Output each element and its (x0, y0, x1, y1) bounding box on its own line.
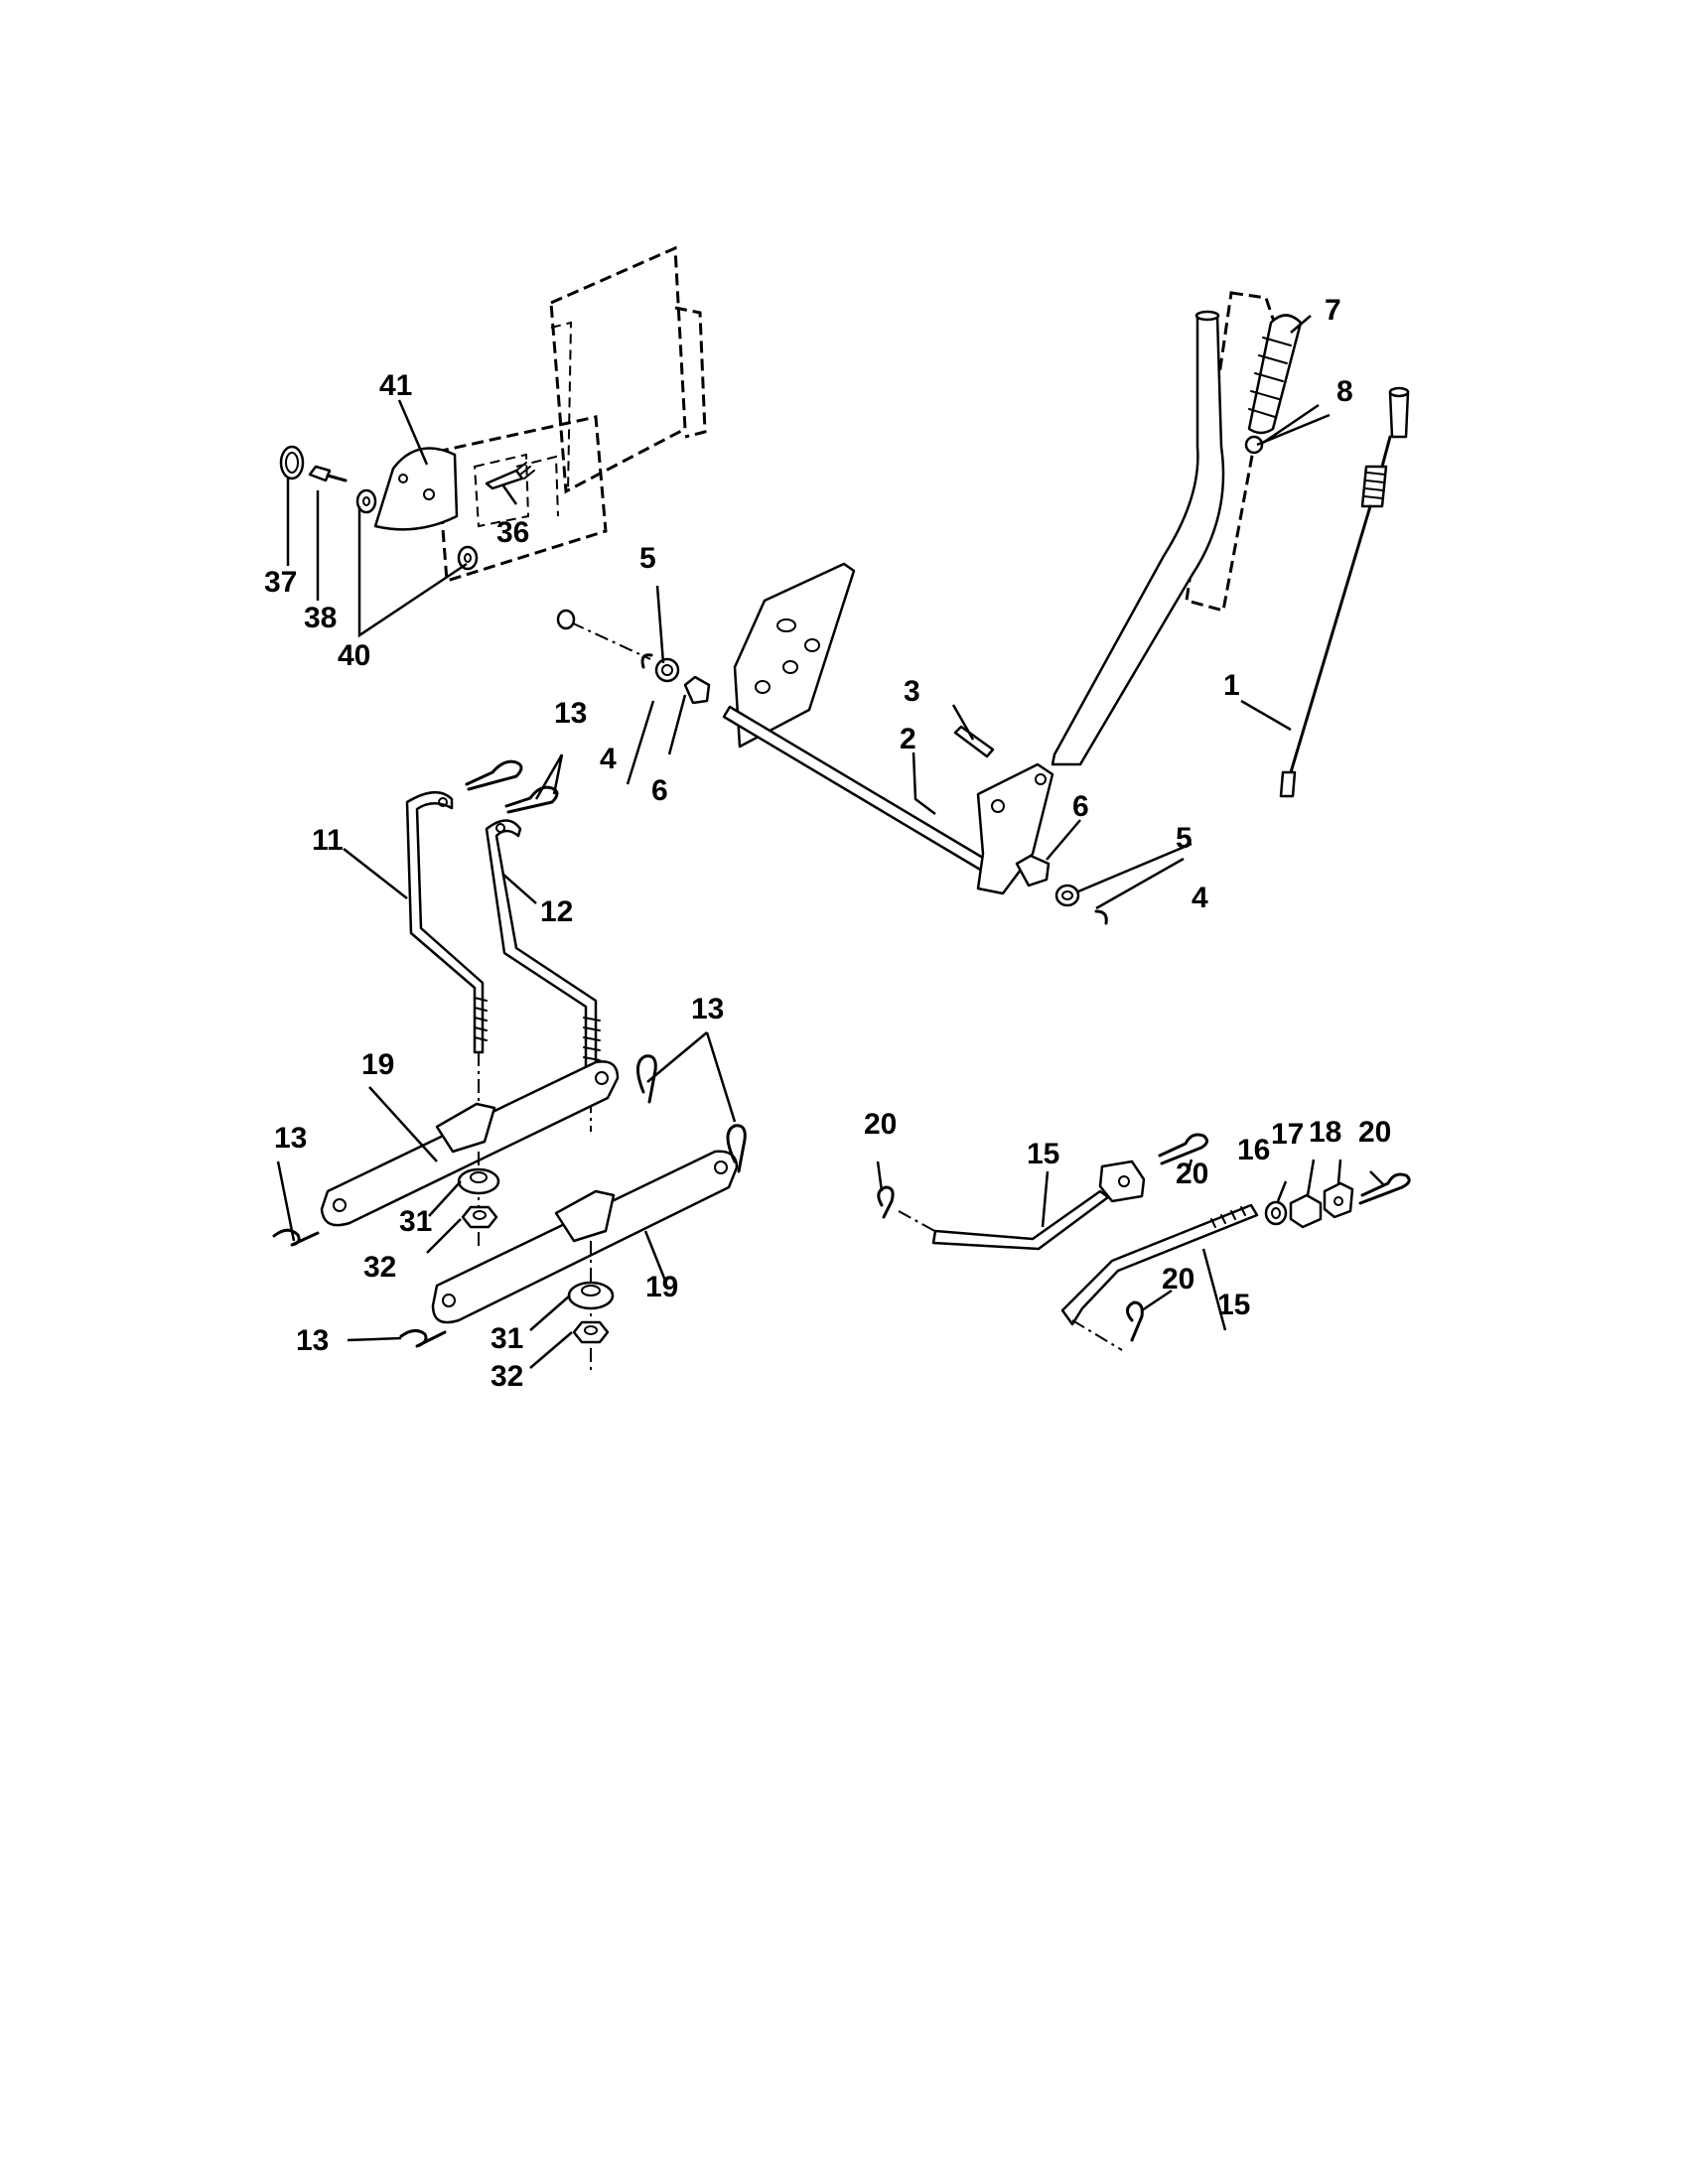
stud-pin-left (556, 609, 576, 630)
callout-41: 41 (379, 369, 412, 402)
callout-1: 1 (1223, 669, 1240, 702)
hair-pin-20-lower (1126, 1300, 1144, 1342)
callout-20-right: 20 (1358, 1116, 1391, 1149)
callout-36: 36 (496, 516, 529, 549)
nut-32-lower (572, 1320, 610, 1344)
rod-15-lower-centerline (1071, 1319, 1123, 1351)
swivel-block-18 (1323, 1181, 1354, 1219)
swivel-17 (1289, 1193, 1323, 1229)
washer-16 (1264, 1200, 1288, 1226)
hair-pin-13-upper-b (504, 785, 559, 814)
callout-13-bottom: 13 (296, 1324, 329, 1357)
bushing-6-right (1015, 854, 1051, 887)
callout-19-lower: 19 (645, 1271, 678, 1303)
handle-grip-7 (1247, 314, 1303, 435)
frame-bracket-outline (435, 415, 608, 583)
callout-20-lower: 20 (1162, 1263, 1194, 1296)
lift-arm-19-upper (320, 1060, 620, 1227)
callout-16: 16 (1237, 1134, 1270, 1166)
callout-11: 11 (312, 824, 344, 857)
pivot-guard-41 (373, 447, 459, 531)
callout-40: 40 (338, 639, 370, 672)
washer-40-left (355, 488, 377, 514)
lift-shaft-2 (722, 705, 995, 876)
callout-13-upper: 13 (554, 697, 587, 730)
callout-18: 18 (1309, 1116, 1341, 1149)
callout-6-left: 6 (651, 774, 668, 807)
washer-5-left (654, 657, 680, 683)
washer-40-right (457, 545, 479, 571)
washer-5-right (1054, 884, 1080, 907)
callout-19-upper: 19 (361, 1048, 394, 1081)
hair-pin-20-upper (1158, 1133, 1208, 1165)
callout-38: 38 (304, 602, 337, 634)
callout-17: 17 (1271, 1118, 1304, 1151)
callout-32-lower: 32 (491, 1360, 523, 1393)
callout-7: 7 (1325, 294, 1341, 327)
callout-20-upper: 20 (1176, 1158, 1208, 1190)
retainer-8 (1244, 435, 1264, 455)
callout-13-left: 13 (274, 1122, 307, 1155)
hair-pin-20-right (1358, 1172, 1411, 1205)
callout-4-left: 4 (600, 743, 617, 775)
callout-4-right: 4 (1192, 882, 1208, 914)
callout-20-left: 20 (864, 1108, 897, 1141)
callout-31-lower: 31 (491, 1322, 523, 1355)
nut-32-upper (461, 1205, 498, 1229)
lift-link-12 (485, 819, 601, 1074)
drawbar-rod-15-upper (931, 1189, 1110, 1251)
spring-36 (485, 462, 535, 490)
callout-31-upper: 31 (399, 1205, 432, 1238)
callout-5-right: 5 (1176, 822, 1193, 855)
callout-2: 2 (900, 723, 916, 755)
spacer-31-lower (567, 1281, 615, 1310)
lift-arm-19-lower (431, 1150, 739, 1324)
callout-5-left: 5 (639, 542, 656, 575)
leader-lines (276, 315, 1385, 1369)
adjuster-block-upper (1098, 1160, 1146, 1203)
drawbar-rod-15-lower (1060, 1203, 1259, 1326)
fender-panel-outline (549, 245, 707, 494)
callout-12: 12 (540, 895, 573, 928)
callout-8: 8 (1336, 375, 1353, 408)
lift-handle (1051, 310, 1225, 766)
clip-4-right (1094, 909, 1108, 925)
bushing-6-left (683, 675, 711, 705)
callout-3: 3 (904, 675, 920, 708)
lift-plate (733, 562, 856, 749)
hair-pin-13-left-a (272, 1228, 320, 1247)
hair-pin-13-right-b (726, 1124, 747, 1173)
hair-pin-20-left (877, 1185, 895, 1219)
hair-pin-13-upper-a (465, 759, 523, 791)
callout-labels: 7 8 1 3 2 5 4 6 6 5 4 41 37 38 40 36 13 … (264, 294, 1391, 1393)
hair-pin-13-right-a (636, 1054, 657, 1104)
callout-15-lower: 15 (1217, 1289, 1250, 1321)
rod-15-upper-centerline (898, 1210, 939, 1234)
pivot-arm (976, 762, 1054, 895)
callout-32-upper: 32 (363, 1251, 396, 1284)
callout-13-right: 13 (691, 993, 724, 1025)
bolt-38 (308, 465, 348, 482)
lift-handle-upper-outline (1185, 291, 1278, 613)
callout-6-right: 6 (1072, 790, 1089, 823)
pivot-axis-centerline (570, 621, 651, 660)
retainer-ring-37 (279, 445, 305, 480)
spacer-31-upper (457, 1167, 500, 1195)
lift-rod-1 (1279, 386, 1410, 798)
hair-pin-13-left-b (399, 1329, 447, 1348)
clip-4-left (640, 653, 653, 669)
callout-37: 37 (264, 566, 297, 599)
callout-15-upper: 15 (1027, 1138, 1059, 1170)
lift-link-11 (405, 791, 488, 1054)
spring-pin-3 (953, 725, 995, 758)
